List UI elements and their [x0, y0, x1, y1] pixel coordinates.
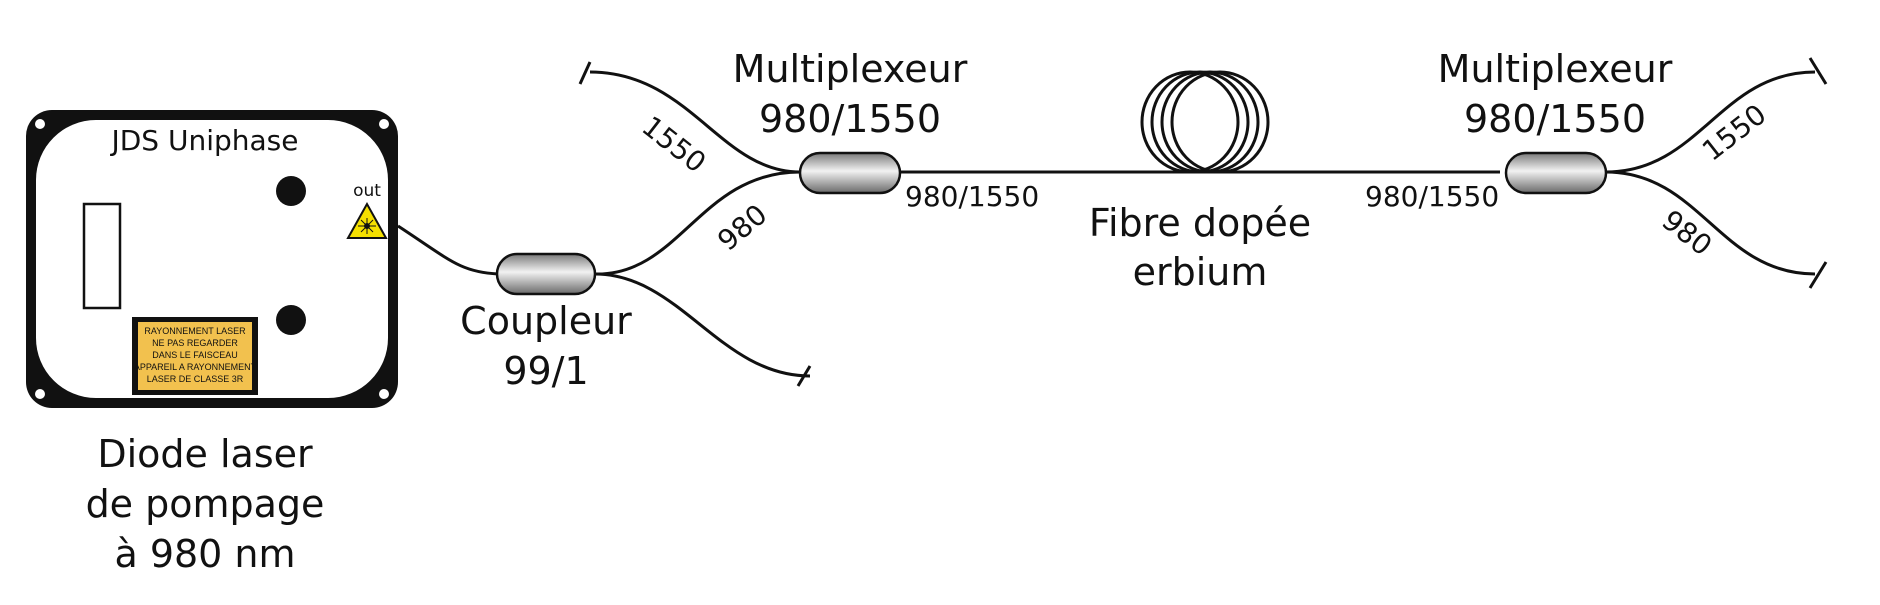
fiber-end-cap [578, 61, 592, 85]
fiber-mux-right-1550-port [1605, 70, 1816, 174]
mux-right-title-line: 980/1550 [1464, 97, 1646, 141]
screw-icon [35, 389, 45, 399]
fiber-caption-line: erbium [1133, 250, 1268, 294]
warning-line: LASER DE CLASSE 3R [147, 374, 244, 384]
mux-left-port-980-label: 980 [711, 198, 773, 258]
knob-top-icon[interactable] [276, 176, 306, 206]
screw-icon [379, 119, 389, 129]
fiber-end-cap [796, 365, 812, 387]
mux-right-port-1550-label: 1550 [1696, 98, 1772, 168]
erbium-coil-icon [1140, 70, 1270, 174]
fiber-coupler-to-mux [594, 170, 801, 276]
coupler-caption-line: 99/1 [503, 349, 588, 393]
laser-caption-line: Diode laser [97, 432, 313, 476]
fiber-end-cap [1808, 261, 1828, 289]
fiber-mux-1550-port [589, 70, 801, 174]
display-window [82, 202, 122, 310]
knob-bottom-icon[interactable] [276, 305, 306, 335]
screw-icon [35, 119, 45, 129]
mux-right-tube [1504, 151, 1608, 195]
warning-label [138, 322, 252, 390]
mux-left-common-label: 980/1550 [905, 180, 1039, 213]
mux-right-port-980-label: 980 [1656, 204, 1718, 263]
coupler-caption-line: Coupleur [460, 299, 632, 343]
warning-line: NE PAS REGARDER [152, 338, 238, 348]
screw-icon [379, 389, 389, 399]
laser-hazard-icon [346, 201, 388, 239]
mux-left-tube [798, 151, 902, 195]
fiber-caption-line: Fibre dopée [1089, 201, 1311, 245]
mux-left-title-line: 980/1550 [759, 97, 941, 141]
laser-caption-line: de pompage [86, 482, 325, 526]
mux-right-common-label: 980/1550 [1365, 180, 1499, 213]
coupler-tube [495, 252, 597, 296]
out-port-label: out [353, 181, 381, 201]
laser-brand-label: JDS Uniphase [109, 124, 298, 157]
fiber-end-ticks [578, 57, 1828, 387]
mux-left-title-line: Multiplexeur [733, 47, 968, 91]
warning-line: RAYONNEMENT LASER [144, 326, 246, 336]
fiber-laser-to-coupler [397, 224, 499, 276]
laser-diode-unit: JDS Uniphase out RAYONNEMENT LASER NE PA… [26, 110, 398, 408]
warning-line: APPAREIL A RAYONNEMENT [134, 362, 257, 372]
laser-caption-line: à 980 nm [114, 532, 295, 576]
fiber-end-cap [1808, 57, 1828, 85]
fiber-coupler-tap [594, 272, 811, 378]
fiber-mux-right-980-port [1605, 170, 1816, 276]
warning-line: DANS LE FAISCEAU [152, 350, 238, 360]
mux-right-title-line: Multiplexeur [1438, 47, 1673, 91]
